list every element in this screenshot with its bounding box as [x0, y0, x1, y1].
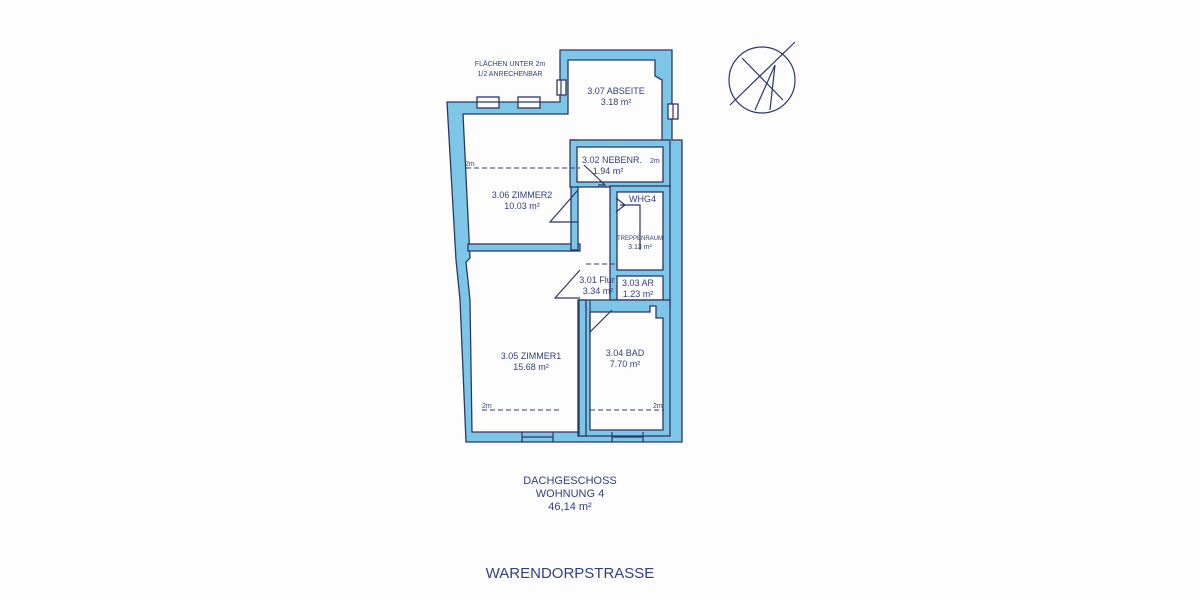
room-label-ar: 3.03 AR 1.23 m²: [622, 278, 655, 299]
note-line1: FLÄCHEN UNTER 2m: [475, 60, 546, 68]
svg-text:WOHNUNG 4: WOHNUNG 4: [536, 488, 604, 500]
room-label-zimmer1: 3.05 ZIMMER1 15.68 m² 2m: [482, 351, 561, 410]
doors: [548, 164, 641, 334]
svg-text:10.03 m²: 10.03 m²: [504, 201, 540, 211]
svg-text:3.13 m²: 3.13 m²: [628, 244, 652, 251]
room-label-flur: 3.01 Flur 3.34 m²: [579, 275, 615, 296]
room-label-zimmer2: 3.06 ZIMMER2 10.03 m² 2m: [465, 161, 552, 211]
room-bad: [589, 305, 664, 431]
svg-text:3.04 BAD: 3.04 BAD: [606, 348, 645, 358]
street-name: WARENDORPSTRASSE: [486, 565, 655, 582]
svg-text:DACHGESCHOSS: DACHGESCHOSS: [523, 475, 617, 487]
svg-text:2m: 2m: [465, 161, 475, 168]
svg-text:2m: 2m: [482, 403, 492, 410]
svg-text:3.02 NEBENR.: 3.02 NEBENR.: [582, 155, 642, 165]
svg-text:15.68 m²: 15.68 m²: [513, 362, 549, 372]
svg-text:3.05 ZIMMER1: 3.05 ZIMMER1: [501, 351, 562, 361]
unit-marker: WHG4: [629, 194, 656, 204]
windows: [476, 79, 679, 442]
room-label-bad: 3.04 BAD 7.70 m² 2m: [606, 348, 663, 410]
svg-text:3.18 m²: 3.18 m²: [601, 97, 632, 107]
wall-zimmer2-zimmer1: [467, 243, 581, 252]
room-nebenraum: [576, 146, 664, 183]
room-ar: [616, 275, 664, 301]
north-arrow-icon: [728, 41, 796, 114]
svg-text:3.01 Flur: 3.01 Flur: [579, 275, 615, 285]
room-label-treppenraum: TREPPENRAUM 3.13 m²: [617, 236, 663, 251]
svg-text:1.23 m²: 1.23 m²: [623, 289, 654, 299]
svg-text:TREPPENRAUM: TREPPENRAUM: [617, 236, 663, 242]
floor-summary: DACHGESCHOSS WOHNUNG 4 46,14 m²: [523, 475, 617, 513]
svg-text:3.03 AR: 3.03 AR: [622, 278, 655, 288]
room-label-nebenraum: 3.02 NEBENR. 1.94 m² 2m: [582, 155, 660, 176]
svg-text:3.07 ABSEITE: 3.07 ABSEITE: [587, 86, 645, 96]
svg-text:3.34 m²: 3.34 m²: [583, 286, 614, 296]
svg-text:3.06 ZIMMER2: 3.06 ZIMMER2: [492, 190, 553, 200]
svg-text:46,14 m²: 46,14 m²: [548, 501, 592, 513]
svg-text:7.70 m²: 7.70 m²: [610, 359, 641, 369]
height-lines: [466, 167, 664, 411]
wall-zimmer1-bad: [578, 299, 587, 437]
svg-text:2m: 2m: [653, 403, 663, 410]
svg-text:2m: 2m: [650, 158, 660, 165]
svg-text:1.94 m²: 1.94 m²: [593, 166, 624, 176]
note-line2: 1/2 ANRECHENBAR: [478, 71, 543, 78]
room-label-abseite: 3.07 ABSEITE 3.18 m²: [587, 86, 645, 107]
